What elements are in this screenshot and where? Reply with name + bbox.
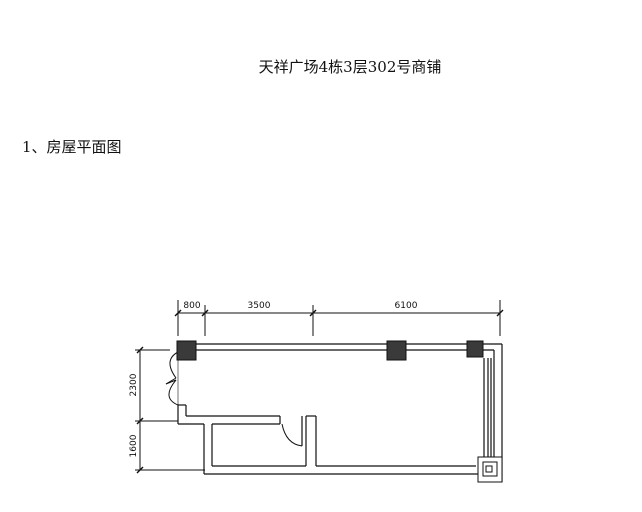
page-title: 天祥广场4栋3层302号商铺 [258, 58, 442, 76]
column-right [466, 340, 484, 358]
interior-door [281, 423, 303, 447]
dim-label-2300: 2300 [129, 373, 139, 396]
dim-label-1600: 1600 [129, 434, 139, 457]
column-middle [386, 340, 407, 361]
shaft [477, 456, 503, 483]
left-dimension-chain [135, 346, 205, 474]
column-left [176, 340, 197, 361]
top-dimension-chain [174, 300, 504, 336]
dim-label-800: 800 [183, 301, 200, 311]
walls [177, 343, 503, 482]
dim-label-3500: 3500 [248, 301, 271, 311]
entrance-door [165, 351, 179, 406]
section-heading: 1、房屋平面图 [22, 138, 122, 156]
dim-label-6100: 6100 [395, 301, 418, 311]
